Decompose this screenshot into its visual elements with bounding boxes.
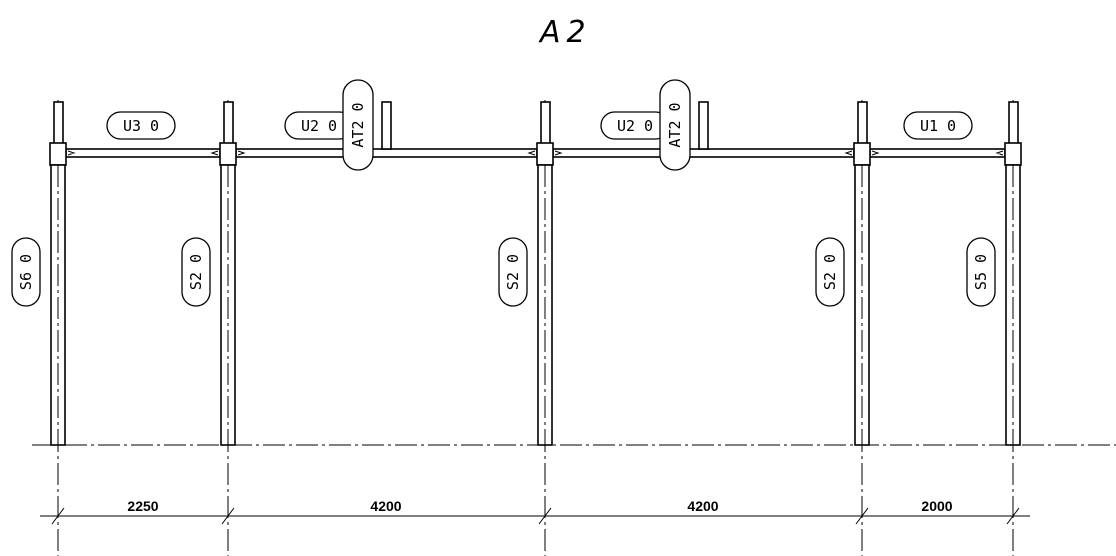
brace-tag-1: AT2 0 xyxy=(342,79,374,171)
beam-end-marks xyxy=(67,150,1004,156)
beam-tags: U3 0 U2 0 U2 0 U1 0 xyxy=(106,111,973,140)
dimension-line: 2250 4200 4200 2000 xyxy=(40,498,1030,525)
brace-plate-2 xyxy=(698,101,709,150)
beam-tag-4-label: U1 0 xyxy=(920,117,956,135)
column-2-cap xyxy=(219,142,237,166)
column-tag-3-label: S2 0 xyxy=(504,254,522,290)
dimension-3: 4200 xyxy=(687,498,718,514)
beam-u3 xyxy=(65,148,221,158)
dimension-1: 2250 xyxy=(127,498,158,514)
column-1-cap xyxy=(49,142,67,166)
beam-u2-right xyxy=(552,148,855,158)
brace-plates xyxy=(381,101,709,150)
beam-tag-1: U3 0 xyxy=(106,111,176,140)
column-tag-1: S6 0 xyxy=(11,237,41,307)
beam-tag-1-label: U3 0 xyxy=(123,117,159,135)
beam-tag-3: U2 0 xyxy=(600,111,670,140)
drawing-title: A2 xyxy=(538,15,592,50)
column-tag-2-label: S2 0 xyxy=(187,254,205,290)
column-tag-5: S5 0 xyxy=(966,237,996,307)
column-3-cap xyxy=(536,142,554,166)
beam-tag-3-label: U2 0 xyxy=(617,117,653,135)
dimension-4: 2000 xyxy=(921,498,952,514)
brace-plate-1 xyxy=(381,101,392,150)
column-tags: S6 0 S2 0 S2 0 S2 0 S5 0 xyxy=(11,237,996,307)
column-tag-2: S2 0 xyxy=(181,237,211,307)
column-3-top-stub xyxy=(540,101,551,145)
column-tag-4-label: S2 0 xyxy=(821,254,839,290)
column-5-top-stub xyxy=(1008,101,1019,145)
beam-tag-4: U1 0 xyxy=(903,111,973,140)
beam-tag-2-label: U2 0 xyxy=(301,117,337,135)
column-tag-5-label: S5 0 xyxy=(972,254,990,290)
dimension-2: 4200 xyxy=(370,498,401,514)
column-4-top-stub xyxy=(857,101,868,145)
column-tag-1-label: S6 0 xyxy=(17,254,35,290)
brace-tag-2-label: AT2 0 xyxy=(666,102,684,147)
beam-u1 xyxy=(869,148,1006,158)
column-tag-4: S2 0 xyxy=(815,237,845,307)
column-2-top-stub xyxy=(223,101,234,145)
column-5-cap xyxy=(1004,142,1022,166)
beam-u2-left xyxy=(235,148,538,158)
brace-tag-2: AT2 0 xyxy=(659,79,691,171)
brace-tag-1-label: AT2 0 xyxy=(349,102,367,147)
brace-tags: AT2 0 AT2 0 xyxy=(342,79,691,171)
column-tag-3: S2 0 xyxy=(498,237,528,307)
column-4-cap xyxy=(853,142,871,166)
columns xyxy=(49,101,1022,446)
column-1-top-stub xyxy=(53,101,64,145)
